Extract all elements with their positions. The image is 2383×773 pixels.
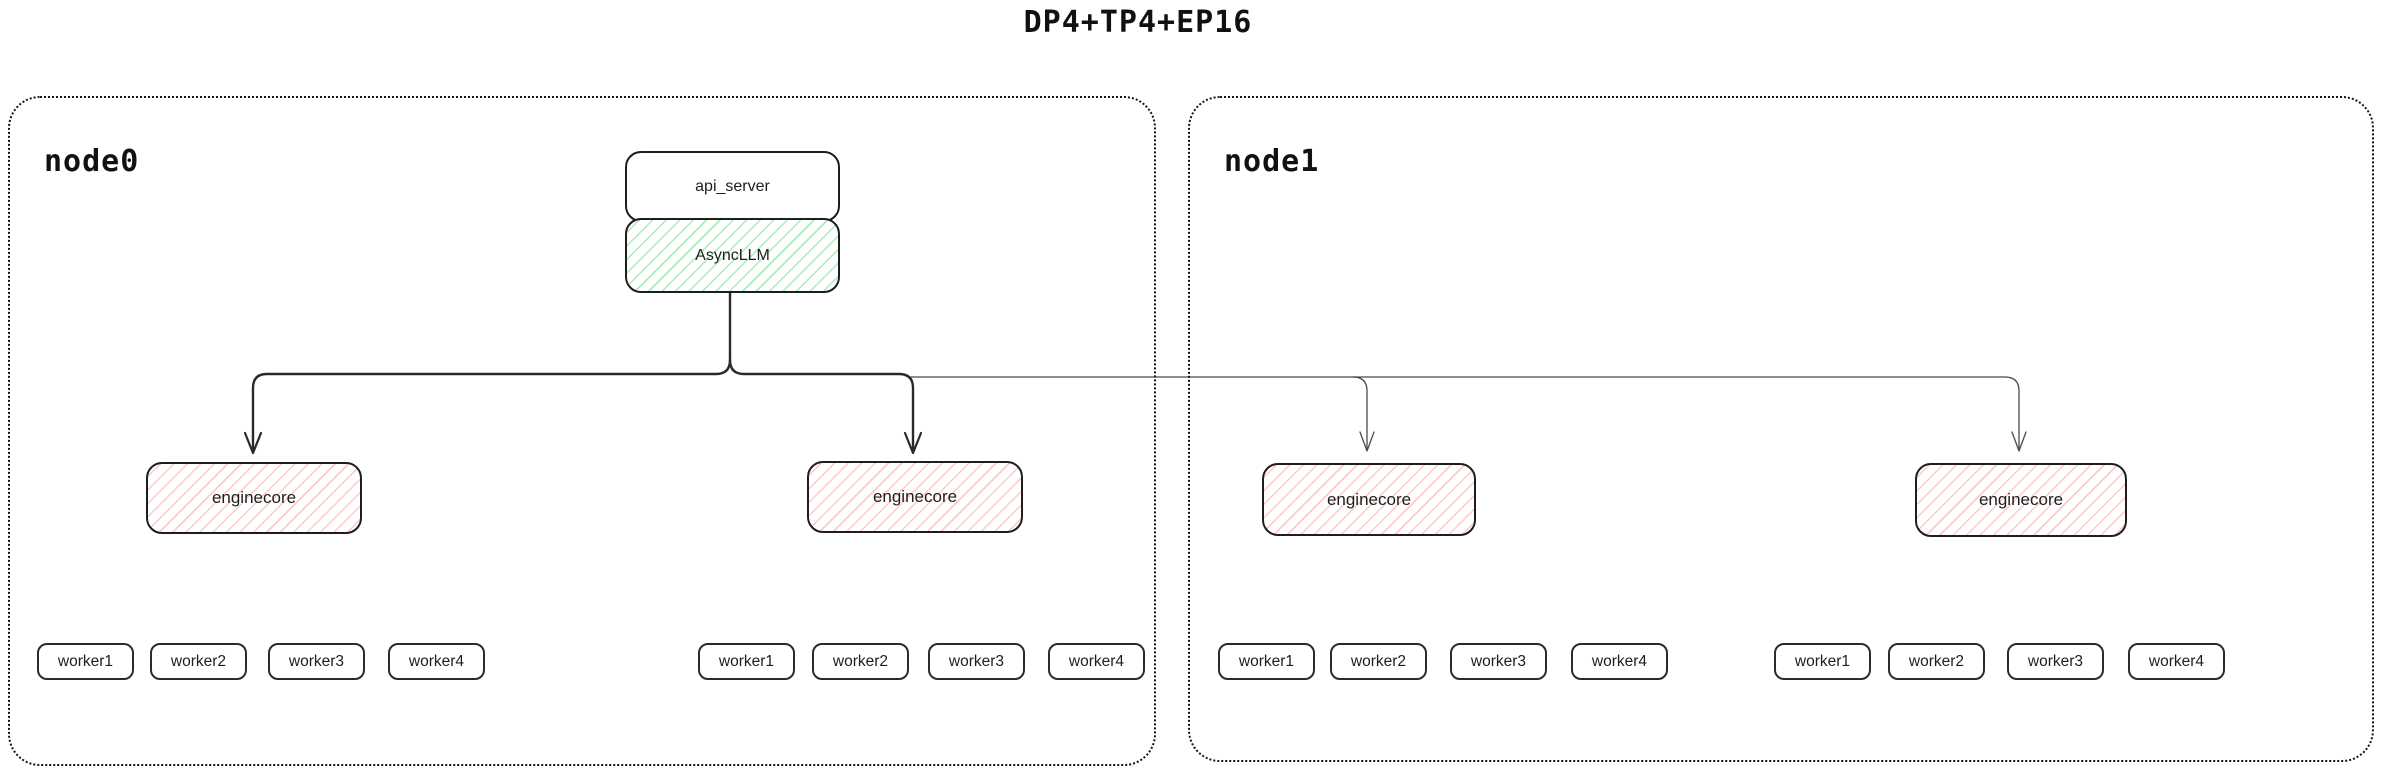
node0-container: node0 (8, 96, 1156, 766)
worker-box: worker3 (1450, 643, 1547, 680)
api-server-box: api_server (625, 151, 840, 222)
enginecore-box-node1-1: enginecore (1262, 463, 1476, 536)
worker-label: worker1 (1794, 652, 1851, 670)
worker-label: worker1 (718, 652, 775, 670)
enginecore-label: enginecore (211, 488, 297, 507)
worker-label: worker3 (288, 652, 345, 670)
worker-label: worker3 (2027, 652, 2084, 670)
worker-label: worker2 (832, 652, 889, 670)
worker-box: worker3 (2007, 643, 2104, 680)
worker-box: worker3 (268, 643, 365, 680)
node1-label: node1 (1224, 144, 1320, 179)
worker-box: worker1 (1218, 643, 1315, 680)
worker-box: worker4 (2128, 643, 2225, 680)
worker-box: worker2 (1888, 643, 1985, 680)
enginecore-box-node0-2: enginecore (807, 461, 1023, 533)
node0-label: node0 (44, 144, 140, 179)
worker-box: worker4 (1048, 643, 1145, 680)
worker-box: worker1 (1774, 643, 1871, 680)
worker-label: worker4 (1068, 652, 1125, 670)
worker-label: worker4 (1591, 652, 1648, 670)
worker-label: worker1 (57, 652, 114, 670)
worker-label: worker4 (408, 652, 465, 670)
worker-box: worker2 (150, 643, 247, 680)
worker-box: worker2 (812, 643, 909, 680)
worker-label: worker3 (1470, 652, 1527, 670)
enginecore-label: enginecore (1978, 490, 2064, 509)
worker-label: worker2 (170, 652, 227, 670)
worker-box: worker4 (1571, 643, 1668, 680)
worker-label: worker2 (1908, 652, 1965, 670)
enginecore-box-node1-2: enginecore (1915, 463, 2127, 537)
enginecore-label: enginecore (1326, 489, 1412, 509)
worker-box: worker1 (698, 643, 795, 680)
worker-label: worker2 (1350, 652, 1407, 670)
asyncllm-label: AsyncLLM (695, 246, 770, 264)
enginecore-box-node0-1: enginecore (146, 462, 362, 534)
asyncllm-box: AsyncLLM (625, 218, 840, 293)
enginecore-label: enginecore (872, 487, 958, 506)
worker-box: worker1 (37, 643, 134, 680)
worker-label: worker4 (2148, 652, 2205, 670)
node1-container: node1 (1188, 96, 2374, 762)
worker-label: worker1 (1238, 652, 1295, 670)
worker-box: worker4 (388, 643, 485, 680)
worker-label: worker3 (948, 652, 1005, 670)
api-server-label: api_server (695, 177, 770, 195)
worker-box: worker2 (1330, 643, 1427, 680)
diagram-title: DP4+TP4+EP16 (1023, 5, 1253, 40)
worker-box: worker3 (928, 643, 1025, 680)
